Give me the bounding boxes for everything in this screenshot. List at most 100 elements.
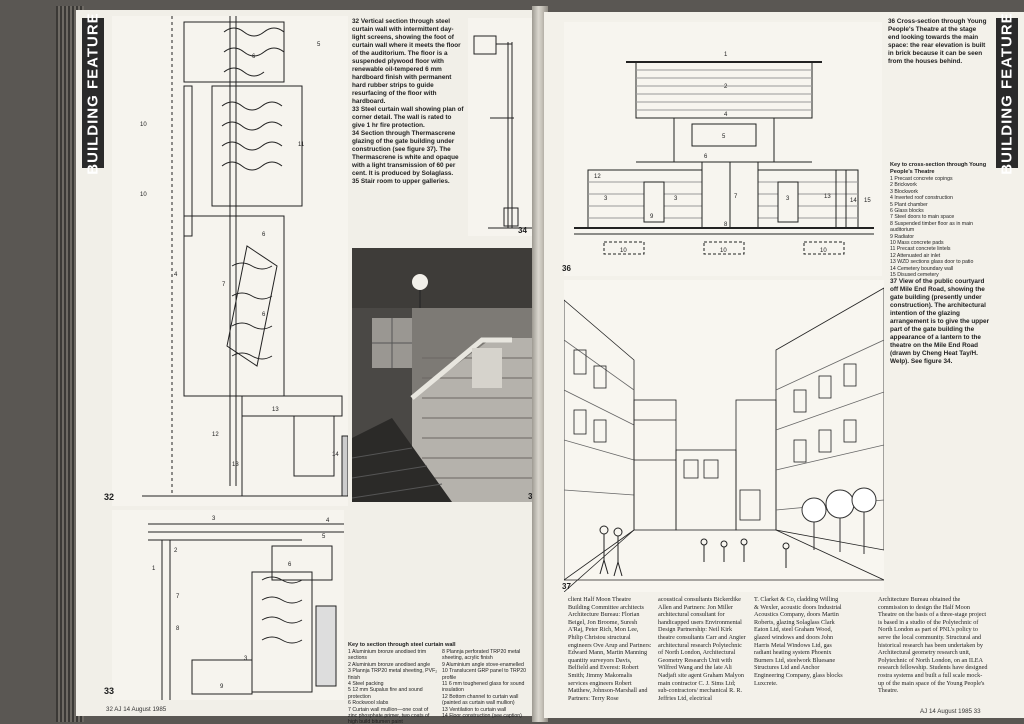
fig33-label: 1 [152, 566, 156, 572]
fig36-label: 12 [594, 174, 601, 180]
key-item: 3 Blockwork [890, 188, 918, 195]
key-item: 10 Translucent GRP panel to TRP20 profil… [442, 668, 527, 681]
fig33-label: 6 [288, 562, 292, 568]
fig33-label: 5 [322, 534, 326, 540]
key-item: 15 Disused cemetery [890, 272, 939, 279]
fig32-label: 6 [262, 232, 266, 238]
fig33-label: 2 [174, 548, 178, 554]
caption-32: 32 Vertical section through steel curtai… [352, 18, 461, 105]
caption-34: 34 Section through Thermascrene glazing … [352, 130, 459, 177]
key-item: 4 Steel packing [348, 681, 384, 688]
key-item: 1 Aluminium bronze anodised trim section… [348, 649, 427, 662]
figure-32-label: 32 [104, 492, 115, 502]
figure-32-section-drawing: 5 6 10 11 10 6 4 7 6 13 12 14 13 [112, 16, 348, 506]
key-title: Key to cross-section through Young Peopl… [890, 162, 987, 175]
fig36-label: 5 [722, 134, 726, 140]
fig36-label: 3 [674, 196, 678, 202]
key-column-2: 8 Plannja perforated TRP20 metal sheetin… [442, 649, 534, 724]
figure-33-plan-drawing: 3 4 5 2 1 6 7 8 3 9 [112, 510, 344, 700]
key-column-1: 1 Aluminium bronze anodised trim section… [348, 649, 438, 724]
left-page: BUILDING FEATURE [76, 10, 537, 724]
fig36-label: 1 [724, 52, 728, 58]
fig36-label: 8 [724, 222, 728, 228]
fig36-label: 2 [724, 84, 728, 90]
credits-column-4: Architecture Bureau obtained the commiss… [878, 596, 988, 695]
magazine-spread: BUILDING FEATURE [56, 6, 1024, 724]
fig33-label: 7 [176, 594, 180, 600]
fig36-label: 15 [864, 198, 871, 204]
fig32-label: 12 [212, 432, 219, 438]
section-tab-right: BUILDING FEATURE [996, 12, 1018, 174]
figure-33-label: 33 [104, 686, 115, 696]
key-item: 13 Ventilation to curtain wall [442, 706, 507, 713]
fig36-label: 9 [650, 214, 654, 220]
key-item: 5 12 mm Supalux fire and sound protectio… [348, 687, 423, 700]
fig36-label: 7 [734, 194, 738, 200]
key-title: Key to section through steel curtain wal… [348, 642, 456, 648]
fig32-label: 5 [317, 42, 321, 48]
caption-block-left: 32 Vertical section through steel curtai… [352, 18, 464, 186]
right-page: 1 2 3 4 5 6 7 8 9 3 3 12 13 14 15 10 10 … [544, 12, 1024, 718]
key-item: 3 Plannja TRP20 metal sheeting, PVF₂ fin… [348, 668, 438, 681]
caption-37: 37 View of the public courtyard off Mile… [890, 278, 990, 365]
key-item: 5 Plant chamber [890, 201, 928, 208]
key-item: 9 Aluminium angle stove-enamelled [442, 661, 524, 668]
figure-37-courtyard-perspective [564, 280, 884, 592]
figure-36-cross-section: 1 2 3 4 5 6 7 8 9 3 3 12 13 14 15 10 10 … [564, 22, 882, 276]
key-item: 2 Aluminium bronze anodised angle [348, 661, 431, 668]
key-item: 7 Curtain wall mullion—one coat of zinc … [348, 706, 430, 724]
key-cross-section: Key to cross-section through Young Peopl… [890, 162, 990, 279]
key-item: 10 Mass concrete pads [890, 240, 944, 247]
key-item: 6 Glass blocks [890, 208, 924, 215]
fig32-label: 11 [298, 142, 305, 148]
key-item: 1 Precast concrete copings [890, 176, 953, 182]
fig33-label: 3 [212, 516, 216, 522]
key-item: 6 Rockwool slabs [348, 700, 389, 707]
fig32-label: 6 [252, 54, 256, 60]
fig33-label: 4 [326, 518, 330, 524]
credits-column-1: client Half Moon Theatre Building Commit… [568, 596, 652, 702]
key-curtain-wall: Key to section through steel curtain wal… [348, 642, 534, 724]
fig36-label: 3 [604, 196, 608, 202]
fig36-label: 6 [704, 154, 708, 160]
figure-34-section-drawing [468, 18, 536, 236]
fig36-label: 13 [824, 194, 831, 200]
fig36-label: 10 [620, 248, 627, 254]
key-item: 11 Precast concrete lintels [890, 246, 951, 253]
key-item: 8 Plannja perforated TRP20 metal sheetin… [442, 649, 521, 662]
fig36-label: 4 [724, 112, 728, 118]
key-item: 8 Suspended timber floor as in main audi… [890, 220, 974, 234]
key-item: 13 WZD sections glass door to patio [890, 259, 974, 266]
key-item: 12 Bottom channel to curtain wall (paint… [442, 693, 519, 707]
fig32-label: 7 [222, 282, 226, 288]
fig32-label: 6 [262, 312, 266, 318]
fig36-label: 10 [820, 248, 827, 254]
figure-34-label: 34 [518, 226, 527, 235]
section-tab-left: BUILDING FEATURE [82, 12, 104, 174]
key-item: 11 6 mm toughened glass for sound insula… [442, 681, 525, 694]
fig32-label: 13 [272, 407, 279, 413]
key-item: 4 Inverted roof construction [890, 195, 953, 202]
fig36-label: 10 [720, 248, 727, 254]
key-item: 9 Radiator [890, 233, 914, 240]
key-item: 14 Floor construction (see caption) [442, 713, 522, 720]
caption-35: 35 Stair room to upper galleries. [352, 178, 450, 185]
key-item: 12 Attenuated air inlet [890, 252, 941, 259]
fig33-label: 8 [176, 626, 180, 632]
fig32-label: 13 [232, 462, 239, 468]
fig32-label: 10 [140, 122, 147, 128]
credits-column-3: T. Clarket & Co, cladding Willing & Wexl… [754, 596, 843, 687]
stair-photo-illustration [352, 248, 536, 502]
fig33-label: 3 [244, 656, 248, 662]
caption-33: 33 Steel curtain wall showing plan of co… [352, 106, 464, 129]
caption-36: 36 Cross-section through Young People's … [888, 18, 987, 65]
key-item: 14 Cemetery boundary wall [890, 265, 954, 272]
right-folio: AJ 14 August 1985 33 [920, 708, 981, 715]
key-item: 2 Brickwork [890, 182, 917, 189]
fig36-label: 14 [850, 198, 857, 204]
fig32-label: 4 [174, 272, 178, 278]
figure-37-label: 37 [562, 582, 571, 591]
fig36-label: 3 [786, 196, 790, 202]
left-folio: 32 AJ 14 August 1985 [106, 706, 167, 713]
figure-36-label: 36 [562, 264, 571, 273]
